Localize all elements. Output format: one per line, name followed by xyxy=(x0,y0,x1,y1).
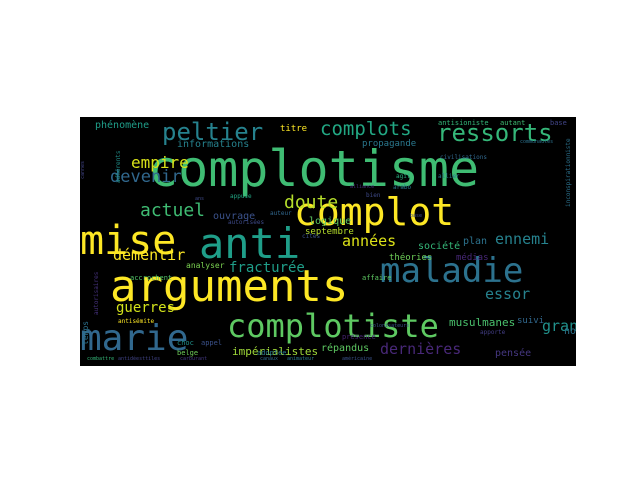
word: complotiste xyxy=(227,307,439,345)
word: temps xyxy=(81,320,90,345)
word: devenir xyxy=(110,167,182,187)
word: autorisaires xyxy=(93,271,100,315)
word: démentir xyxy=(113,246,186,264)
word: médias xyxy=(456,253,489,263)
word: base xyxy=(410,213,423,219)
word: américaine xyxy=(342,356,373,362)
word: bien xyxy=(366,192,381,199)
word: antisioniste xyxy=(438,119,489,127)
word: inconspirationniste xyxy=(565,138,572,207)
word: ressorts xyxy=(437,119,553,147)
word: civilisations xyxy=(440,154,487,161)
word: arguments xyxy=(110,261,349,312)
word: répandus xyxy=(321,343,370,354)
word: cités xyxy=(302,233,321,240)
word: base xyxy=(550,119,567,127)
word: présence xyxy=(342,333,376,341)
word: septembre xyxy=(305,227,354,237)
word: complot xyxy=(294,190,455,234)
word: complotisme xyxy=(148,140,480,198)
word: belge xyxy=(177,349,199,357)
word: autorisées xyxy=(228,219,265,226)
word: titre xyxy=(280,124,308,134)
word: propagande xyxy=(362,139,417,149)
word: combattre xyxy=(87,356,115,362)
word: marie xyxy=(80,318,189,359)
word: dernières xyxy=(380,340,462,358)
word: pensée xyxy=(495,348,532,359)
word: choc xyxy=(177,339,194,347)
word: colonisateurs xyxy=(370,323,410,329)
word: logique xyxy=(309,216,352,227)
word: auteur xyxy=(270,210,292,217)
word: impérialistes xyxy=(232,345,319,358)
word: alliance xyxy=(350,184,375,190)
word: communautés xyxy=(520,139,554,145)
word: autant xyxy=(500,119,526,127)
word: antisémite xyxy=(118,318,155,325)
word: nom xyxy=(564,326,576,337)
word: appuie xyxy=(230,193,252,200)
word: peltier xyxy=(162,118,264,146)
word: adoptée xyxy=(257,349,287,357)
word: mise xyxy=(80,218,177,264)
word: apporte xyxy=(480,329,506,336)
word: canaux xyxy=(260,356,279,362)
word: adhérents xyxy=(115,150,122,183)
word: maladie xyxy=(380,251,524,291)
word: essor xyxy=(485,285,531,303)
word: actuel xyxy=(140,200,206,221)
word: animateur xyxy=(287,356,315,362)
word: anti xyxy=(199,219,301,268)
word: appel xyxy=(201,339,223,347)
word: années xyxy=(342,232,397,250)
word: société xyxy=(418,241,461,252)
word: carburant xyxy=(180,356,208,362)
word: arabo xyxy=(393,184,412,191)
word: musulmanes xyxy=(449,316,516,329)
word: théories xyxy=(389,253,433,263)
word: affaire xyxy=(362,274,392,282)
word: agit xyxy=(396,173,411,180)
word: ans xyxy=(195,196,205,202)
word: suivi xyxy=(517,316,545,326)
word: informations xyxy=(177,139,250,150)
word: empire xyxy=(131,153,189,172)
word: phénomène xyxy=(95,120,150,131)
word: allier xyxy=(438,173,460,180)
word: plan xyxy=(463,236,488,247)
word: fracturée xyxy=(229,260,305,276)
word: analyser xyxy=(186,261,225,270)
word: ouvrage xyxy=(213,211,256,222)
word: ennemi xyxy=(495,230,550,248)
word: antidéesttiles xyxy=(118,356,161,362)
word: cannes xyxy=(80,160,86,179)
word: guerres xyxy=(116,300,176,316)
word-cloud: complotisme complot arguments complotist… xyxy=(80,117,576,366)
word: accrochent xyxy=(130,274,173,282)
word: complots xyxy=(320,118,412,140)
word: doute xyxy=(284,192,339,213)
word: grand xyxy=(542,317,576,335)
